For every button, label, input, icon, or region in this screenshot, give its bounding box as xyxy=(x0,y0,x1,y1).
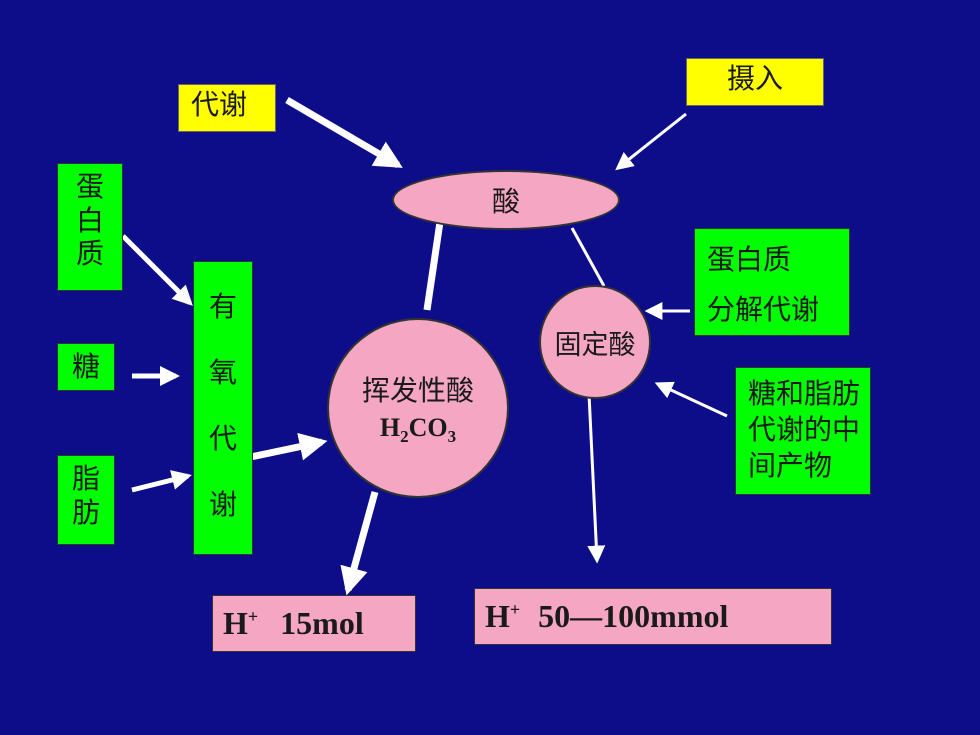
arrow-fixed-to-h-right xyxy=(587,393,606,564)
protein-box: 蛋 白 质 xyxy=(57,163,123,291)
arrow-aerobic-to-volatile xyxy=(245,432,328,462)
fat-char-1: 脂 xyxy=(71,462,100,495)
h-plus-fixed-box: H+ 50—100mmol xyxy=(474,588,832,645)
sugar-box: 糖 xyxy=(57,343,115,391)
arrow-volatile-to-h-left xyxy=(340,491,379,596)
aerobic-char-1: 有 xyxy=(208,290,237,323)
metabolism-text: 代谢 xyxy=(191,88,248,121)
protein-catabolism-line-2: 分解代谢 xyxy=(707,293,820,326)
h-plus-volatile-amount: 15mol xyxy=(280,605,364,641)
intake-label: 摄入 xyxy=(686,58,824,106)
aerobic-metabolism-box: 有 氧 代 谢 xyxy=(193,261,253,555)
fat-box: 脂 肪 xyxy=(57,455,115,545)
arrow-protein-to-aerobic xyxy=(121,234,193,306)
intake-text: 摄入 xyxy=(727,62,784,95)
aerobic-char-4: 谢 xyxy=(208,488,237,521)
protein-catabolism-box: 蛋白质 分解代谢 xyxy=(694,228,850,336)
acid-text: 酸 xyxy=(491,185,520,218)
h-plus-fixed-amount: 50—100mmol xyxy=(538,598,729,634)
line-acid-to-fixed xyxy=(570,227,606,287)
protein-char-3: 质 xyxy=(75,237,104,271)
sugar-fat-intermediate-box: 糖和脂肪 代谢的中 间产物 xyxy=(735,367,871,495)
aerobic-char-3: 代 xyxy=(208,422,237,455)
line-acid-to-volatile xyxy=(423,221,444,311)
volatile-acid-node: 挥发性酸 H2CO3 xyxy=(327,318,509,498)
fixed-acid-text: 固定酸 xyxy=(554,329,636,361)
sugar-fat-line-1: 糖和脂肪 xyxy=(748,377,861,410)
protein-char-2: 白 xyxy=(75,203,104,237)
volatile-acid-formula: H2CO3 xyxy=(379,412,457,447)
protein-char-1: 蛋 xyxy=(75,170,104,203)
arrow-sugar-fat-to-fixed xyxy=(654,381,728,418)
sugar-fat-line-2: 代谢的中 xyxy=(748,413,861,446)
metabolism-label: 代谢 xyxy=(178,84,276,132)
arrow-intake-to-acid xyxy=(615,112,687,171)
h-plus-volatile-box: H+ 15mol xyxy=(212,595,416,652)
sugar-text: 糖 xyxy=(71,350,100,383)
sugar-fat-line-3: 间产物 xyxy=(748,449,833,482)
aerobic-char-2: 氧 xyxy=(208,356,237,389)
fat-char-2: 肪 xyxy=(71,495,100,529)
arrow-metabolism-to-acid xyxy=(285,96,403,169)
fixed-acid-node: 固定酸 xyxy=(539,285,651,399)
arrow-fat-to-aerobic xyxy=(131,470,192,493)
acid-node: 酸 xyxy=(392,170,620,230)
volatile-acid-name: 挥发性酸 xyxy=(361,373,474,407)
protein-catabolism-line-1: 蛋白质 xyxy=(707,243,792,276)
